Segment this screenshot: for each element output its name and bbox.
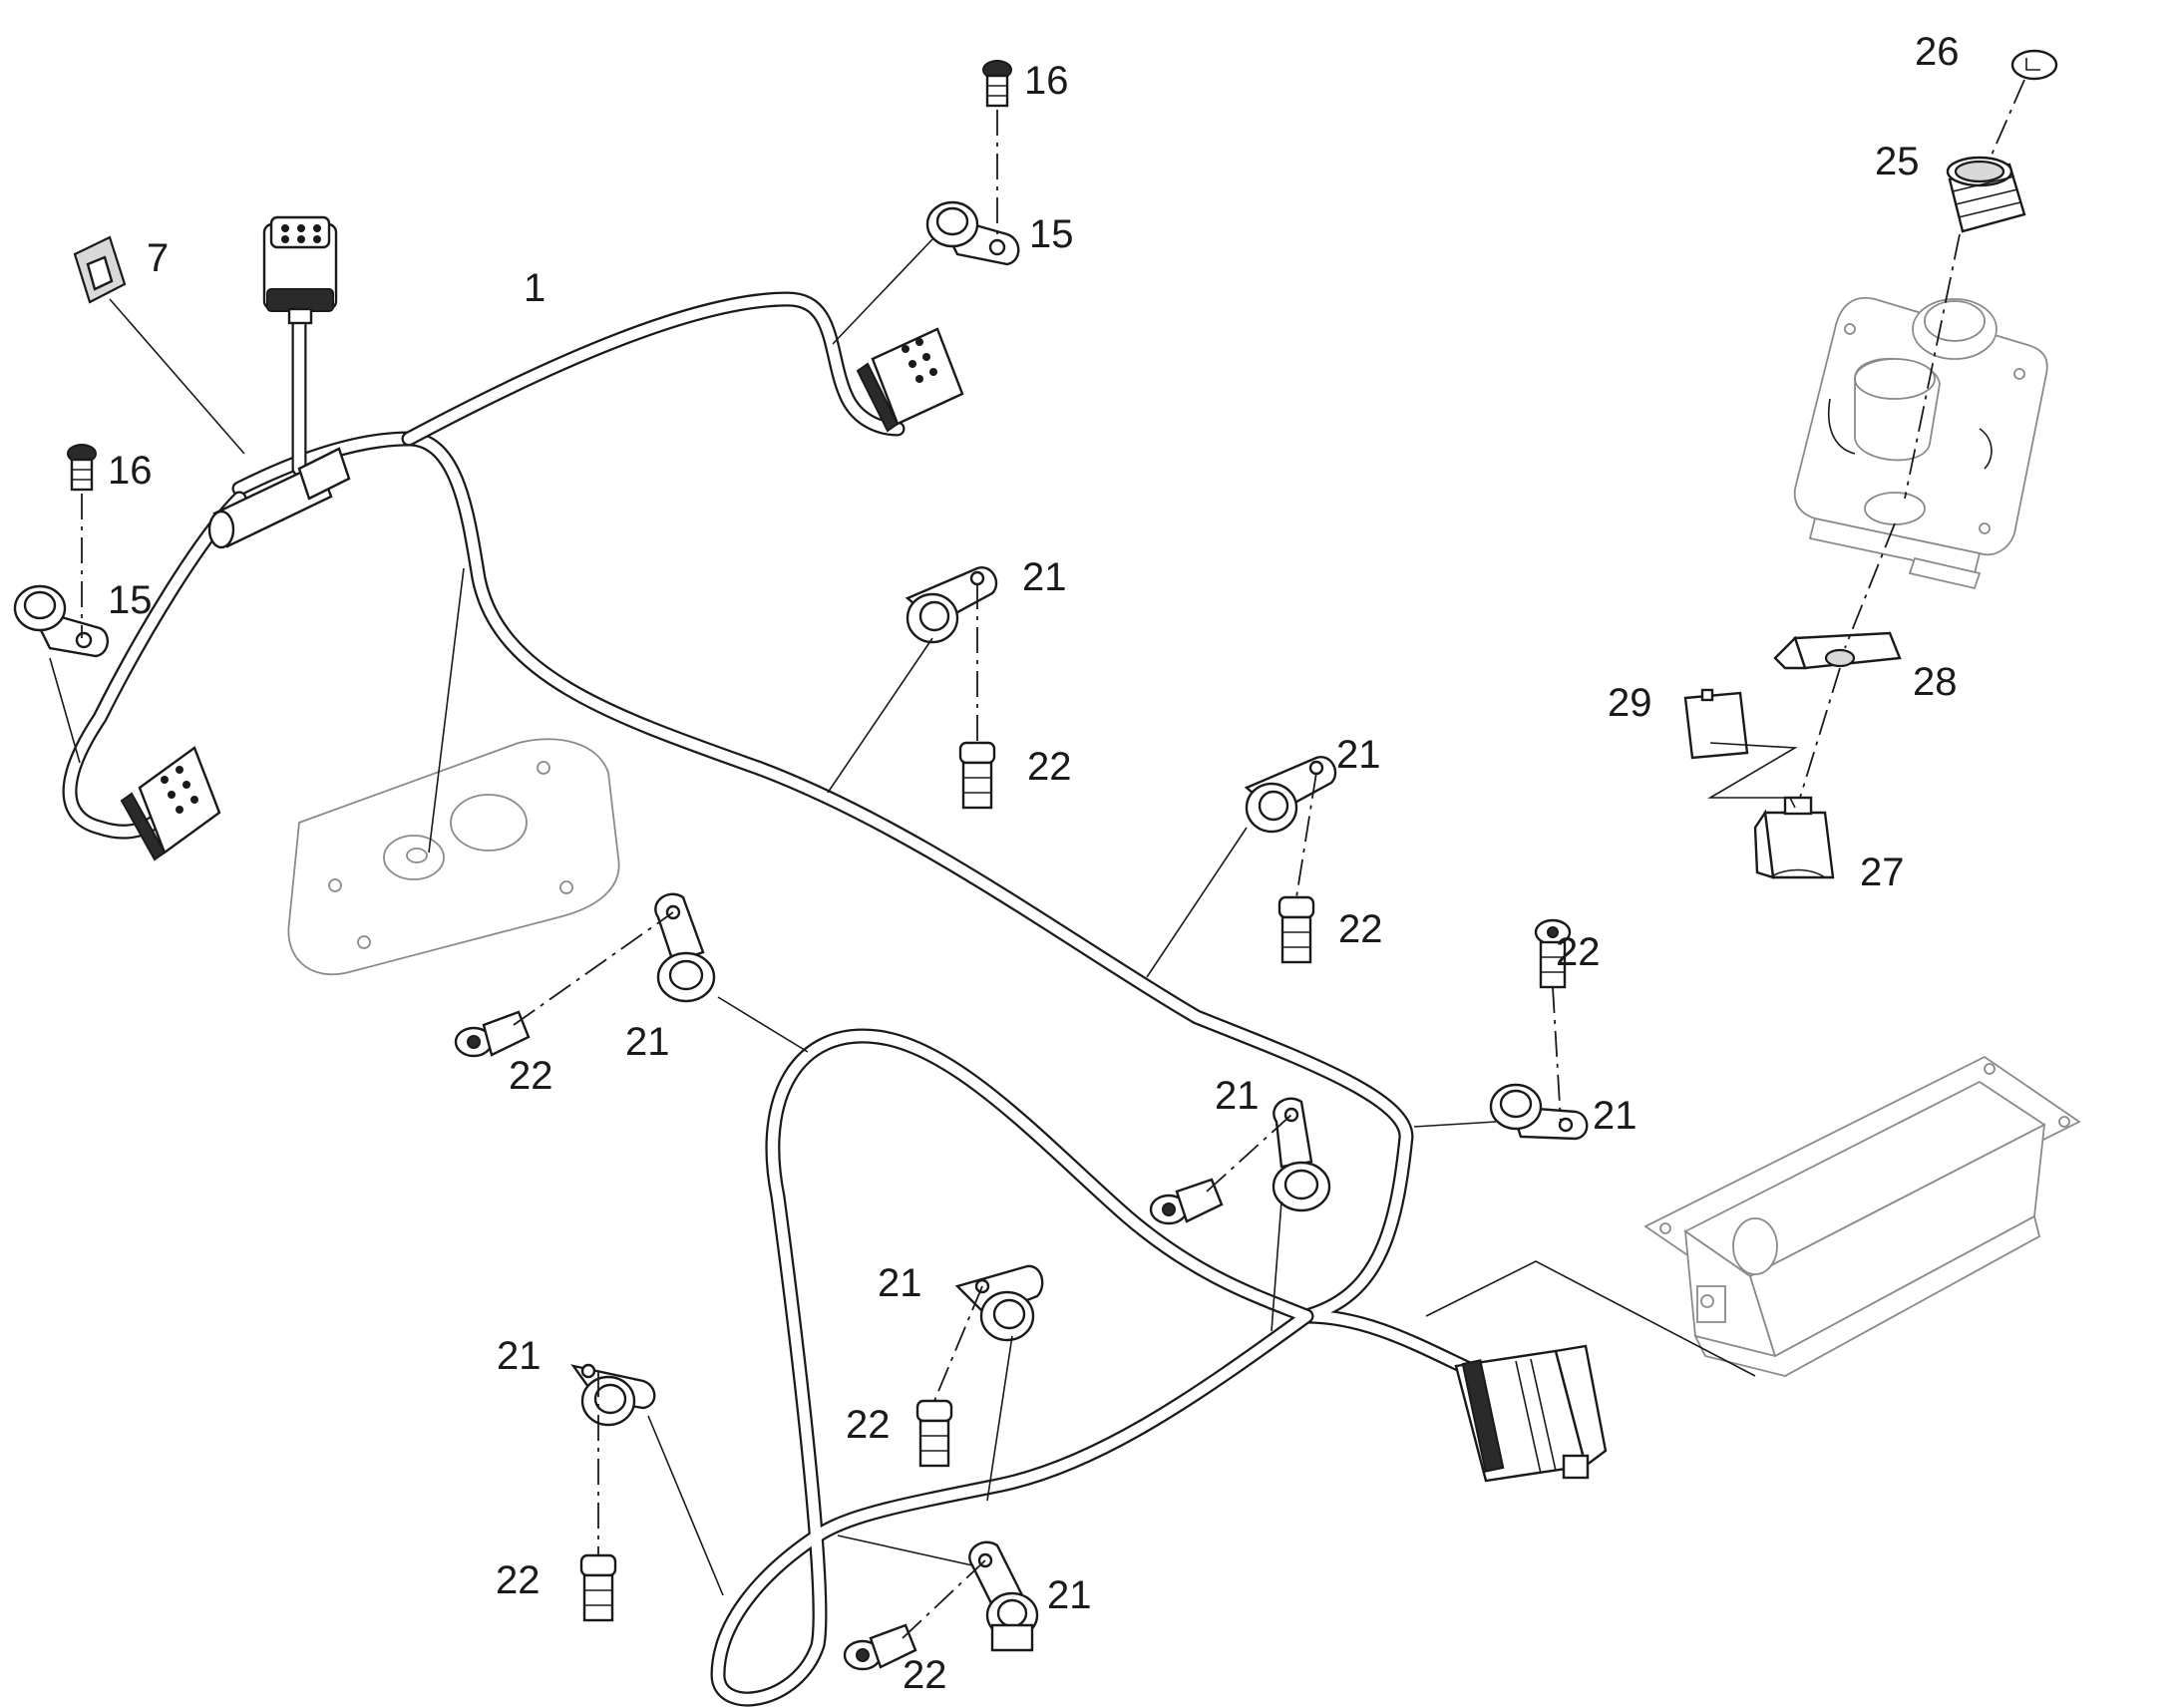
label-part-21: 21 <box>497 1334 542 1378</box>
label-part-16-left: 16 <box>108 449 153 493</box>
label-part-21: 21 <box>625 1020 670 1064</box>
part-27-switch <box>1753 796 1835 879</box>
connector-main-plug <box>1454 1344 1608 1483</box>
label-part-22: 22 <box>1338 907 1383 951</box>
clamp-21-g <box>570 1363 656 1427</box>
connector-top-right <box>856 327 964 433</box>
clamp-21-d <box>1489 1083 1589 1141</box>
label-part-22: 22 <box>846 1403 891 1447</box>
label-part-22: 22 <box>496 1558 541 1602</box>
part-29-label <box>1683 688 1749 760</box>
screw-22-c <box>1534 918 1572 989</box>
label-part-21: 21 <box>878 1261 922 1305</box>
label-part-15-top: 15 <box>1029 212 1074 256</box>
connector-top-left <box>262 215 338 325</box>
storage-tray <box>1643 1055 2081 1377</box>
clamp-21-a <box>905 566 998 644</box>
label-part-22: 22 <box>509 1054 553 1098</box>
screw-16-top <box>982 60 1012 108</box>
label-part-29: 29 <box>1608 681 1652 725</box>
label-part-16-top: 16 <box>1024 59 1069 103</box>
label-part-21: 21 <box>1336 733 1381 777</box>
clamp-15-left <box>13 584 109 658</box>
leader-lines <box>49 238 1798 1596</box>
clamp-21-h <box>968 1540 1039 1652</box>
label-part-22: 22 <box>1556 930 1601 974</box>
screw-22-b <box>1277 895 1315 964</box>
label-part-25: 25 <box>1875 140 1920 183</box>
label-part-28: 28 <box>1913 660 1958 704</box>
part-25-knob <box>1946 156 2026 233</box>
screw-22-a <box>958 741 996 810</box>
label-part-21: 21 <box>1047 1573 1092 1617</box>
label-part-15-left: 15 <box>108 578 153 622</box>
clamp-21-e <box>1272 1097 1331 1212</box>
screw-16-left <box>67 444 97 492</box>
part-26-disc <box>2010 49 2058 81</box>
screw-22-f <box>915 1399 953 1468</box>
assembly-center-lines <box>81 79 2025 1639</box>
part-28-bracket <box>1773 631 1902 670</box>
label-part-21: 21 <box>1593 1094 1637 1138</box>
label-part-22: 22 <box>903 1653 947 1697</box>
clamp-21-b <box>1244 756 1337 834</box>
label-part-7: 7 <box>147 236 169 280</box>
label-part-27: 27 <box>1860 851 1905 894</box>
label-part-21: 21 <box>1215 1074 1260 1118</box>
grommet-plate <box>287 738 620 976</box>
part-7-clip <box>73 235 127 304</box>
screw-22-d <box>454 1010 531 1058</box>
main-harness-cable <box>62 291 1504 1707</box>
clamp-21-c <box>654 892 716 1003</box>
label-part-1: 1 <box>524 266 545 310</box>
part-number-labels: 1 7 15 15 16 16 21 21 21 21 21 21 21 21 … <box>108 30 1960 1697</box>
screw-22-e <box>1149 1178 1224 1225</box>
screw-22-g <box>579 1553 617 1622</box>
label-part-22: 22 <box>1027 745 1072 789</box>
label-part-26: 26 <box>1915 30 1960 74</box>
connector-lower-left <box>120 746 221 861</box>
clamp-15-top <box>925 200 1020 266</box>
label-part-21: 21 <box>1022 555 1067 599</box>
clamp-21-f <box>954 1264 1044 1342</box>
switch-panel-assembly <box>1793 296 2048 590</box>
